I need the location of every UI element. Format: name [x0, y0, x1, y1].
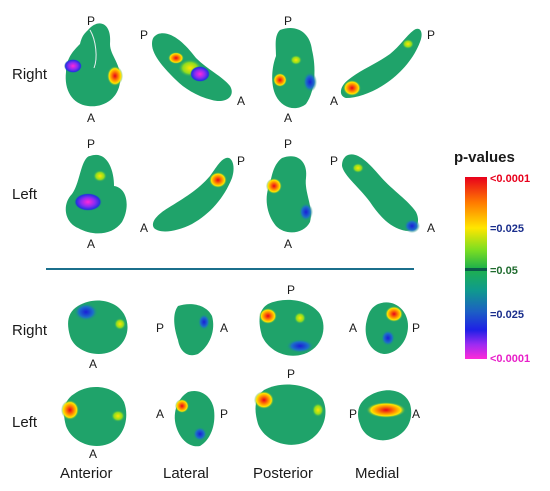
shape-top-left-anterior [65, 154, 127, 234]
row-label-bottom-left: Left [12, 414, 38, 431]
color-scale-mark [465, 268, 487, 271]
orient-label: A [237, 94, 246, 108]
shape-bottom-right-posterior [259, 299, 324, 356]
orient-label: P [287, 367, 296, 381]
orient-label: A [89, 357, 98, 371]
shape-top-right-lateral [152, 33, 232, 102]
orient-label: A [284, 111, 293, 125]
shape-bottom-right-anterior [68, 300, 128, 355]
orient-label: P [140, 28, 149, 42]
shape-bottom-right-lateral [174, 304, 214, 356]
orient-label: A [89, 447, 98, 461]
orient-label: A [412, 407, 421, 421]
orient-label: P [349, 407, 358, 421]
legend-title: p-values [454, 149, 515, 166]
orient-label: A [87, 111, 96, 125]
orient-label: A [427, 221, 436, 235]
orient-label: A [140, 221, 149, 235]
orient-label: A [87, 237, 96, 251]
orient-label: A [220, 321, 229, 335]
orient-label: P [87, 137, 96, 151]
orient-label: P [427, 28, 436, 42]
orient-label: P [156, 321, 165, 335]
row-label-top-left: Left [12, 186, 38, 203]
legend-tick: <0.0001 [490, 173, 531, 185]
orient-label: A [349, 321, 358, 335]
shape-top-left-medial [342, 154, 420, 233]
shape-bottom-right-medial [365, 302, 408, 354]
orient-label: P [284, 14, 293, 28]
shape-bottom-left-lateral [174, 390, 215, 447]
shape-bottom-left-anterior [61, 387, 127, 446]
shape-top-right-posterior [272, 28, 317, 109]
orient-label: P [220, 407, 229, 421]
shape-top-right-medial [340, 28, 422, 98]
legend-tick: =0.025 [490, 223, 524, 235]
orient-label: P [412, 321, 421, 335]
orient-label: P [87, 14, 96, 28]
legend-tick: =0.05 [490, 265, 518, 277]
row-label-top-right: Right [12, 66, 48, 83]
orient-label: P [330, 154, 339, 168]
view-label-anterior: Anterior [60, 465, 113, 482]
orient-label: P [237, 154, 246, 168]
view-label-lateral: Lateral [163, 465, 209, 482]
legend-tick: <0.0001 [490, 353, 531, 365]
orient-label: A [330, 94, 339, 108]
row-label-bottom-right: Right [12, 322, 48, 339]
section-divider [46, 268, 414, 270]
orient-label: A [284, 237, 293, 251]
view-label-posterior: Posterior [253, 465, 314, 482]
shape-top-right-anterior [64, 23, 123, 107]
view-label-medial: Medial [355, 465, 400, 482]
shape-top-left-posterior [266, 156, 313, 233]
orient-label: A [156, 407, 165, 421]
legend-tick: =0.025 [490, 309, 524, 321]
shape-bottom-left-posterior [254, 384, 326, 445]
orient-label: P [284, 137, 293, 151]
shape-bottom-left-medial [358, 390, 412, 441]
shape-top-left-lateral [152, 157, 234, 232]
orient-label: P [287, 283, 296, 297]
